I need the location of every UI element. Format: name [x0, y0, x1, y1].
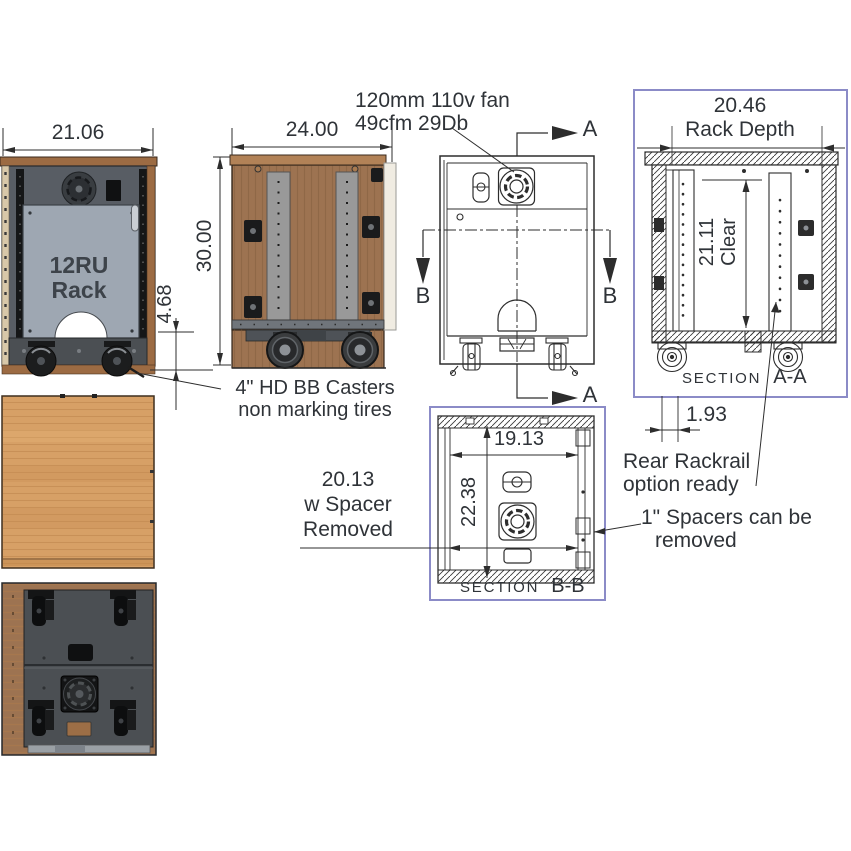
spacers-note-line2: removed — [655, 529, 737, 553]
section-aa-drawing — [633, 89, 848, 487]
rail-offset-dimension: 1.93 — [686, 403, 727, 426]
clear-dimension-value: 21.11 — [696, 217, 718, 267]
casters-note: 4" HD BB Casters non marking tires — [210, 377, 420, 421]
casters-note-line1: 4" HD BB Casters — [235, 377, 395, 399]
section-aa-caption-prefix: SECTION — [682, 370, 762, 387]
fan-note: 120mm 110v fan 49cfm 29Db — [355, 89, 510, 135]
bb-inner-width-dimension: 19.13 — [493, 428, 545, 450]
section-bb-caption-id: B-B — [551, 575, 585, 597]
rear-rackrail-note-line1: Rear Rackrail — [623, 450, 751, 473]
bottom-view-drawing — [1, 582, 157, 756]
section-arrow-b-right-label: B — [602, 283, 618, 308]
section-bb-caption: SECTION B-B — [460, 575, 585, 597]
fan-note-line2: 49cfm 29Db — [355, 112, 469, 136]
bb-inner-height-dimension: 22.38 — [458, 476, 480, 528]
section-bb-caption-prefix: SECTION — [460, 579, 540, 596]
side-height-dimension: 30.00 — [193, 219, 216, 273]
section-arrow-b-left-label: B — [415, 283, 431, 308]
rack-size-line2: Rack — [51, 277, 107, 304]
rear-rackrail-note-line2: option ready — [623, 473, 739, 497]
spacer-removed-note-line3: Removed — [303, 517, 393, 541]
clear-dimension-label: 21.11 Clear — [696, 182, 742, 302]
section-aa-caption-id: A-A — [773, 366, 807, 388]
side-width-dimension: 24.00 — [285, 118, 339, 141]
caster-height-dimension: 4.68 — [154, 284, 176, 324]
casters-note-line2: non marking tires — [238, 399, 392, 421]
spacer-removed-note-line1: 20.13 — [321, 468, 375, 491]
rear-rackrail-note: Rear Rackrail option ready — [623, 450, 750, 496]
section-bb-drawing — [300, 406, 642, 601]
rack-size-line1: 12RU — [49, 252, 109, 278]
spacer-removed-note-line2: w Spacer — [304, 492, 392, 516]
rack-depth-dimension: 20.46 — [713, 94, 767, 117]
rack-size-label: 12RU Rack — [19, 252, 139, 304]
front-width-dimension: 21.06 — [51, 121, 105, 144]
spacers-note-line1: 1" Spacers can be — [641, 506, 812, 529]
fan-note-line1: 120mm 110v fan — [355, 89, 510, 112]
top-view-drawing — [1, 394, 155, 569]
front-view-drawing — [0, 128, 222, 410]
spacer-removed-note: 20.13 w Spacer Removed — [286, 468, 410, 542]
section-aa-caption: SECTION A-A — [682, 366, 807, 388]
rear-view-drawing — [416, 126, 617, 405]
side-view-drawing — [213, 128, 397, 369]
section-arrow-a-bottom-label: A — [582, 382, 598, 407]
clear-dimension-word: Clear — [718, 218, 741, 266]
spacers-note: 1" Spacers can be removed — [641, 506, 812, 552]
rack-depth-label: Rack Depth — [685, 118, 795, 141]
section-arrow-a-top-label: A — [582, 116, 598, 141]
